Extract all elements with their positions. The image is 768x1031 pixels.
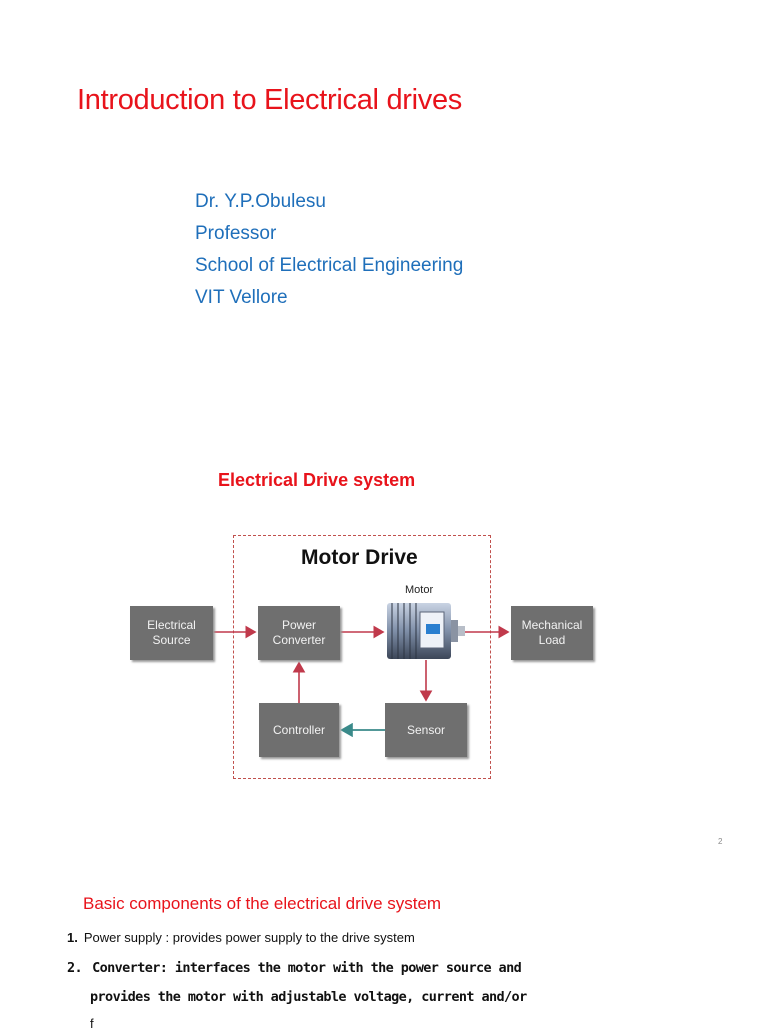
list-item: 1. Power supply : provides power supply t… [67,930,415,945]
motor-drive-title: Motor Drive [301,546,418,569]
drive-system-heading: Electrical Drive system [218,470,416,490]
slide-title: Introduction to Electrical drives [77,84,462,116]
mechanical-load-block: Mechanical Load [511,606,593,660]
list-item: 2. Converter: interfaces the motor with t… [67,960,522,976]
page-number: 2 [718,837,723,846]
sensor-block: Sensor [385,703,467,757]
list-item-number: 2. [67,960,83,976]
power-converter-block: Power Converter [258,606,340,660]
list-item-number: 1. [67,930,78,945]
components-heading: Basic components of the electrical drive… [83,894,442,913]
author-school: School of Electrical Engineering [195,255,464,276]
motor-image [387,603,465,659]
list-item-text: Power supply : provides power supply to … [83,930,415,945]
list-item-continuation: provides the motor with adjustable volta… [90,989,527,1005]
motor-drive-frame [233,535,491,779]
list-item-text: Converter: interfaces the motor with the… [92,960,522,976]
author-position: Professor [195,223,277,244]
author-block: Dr. Y.P.Obulesu Professor School of Elec… [195,186,463,314]
author-institution: VIT Vellore [195,287,288,308]
author-name: Dr. Y.P.Obulesu [195,191,326,212]
electrical-source-block: Electrical Source [130,606,213,660]
controller-block: Controller [259,703,339,757]
motor-label: Motor [405,584,434,596]
